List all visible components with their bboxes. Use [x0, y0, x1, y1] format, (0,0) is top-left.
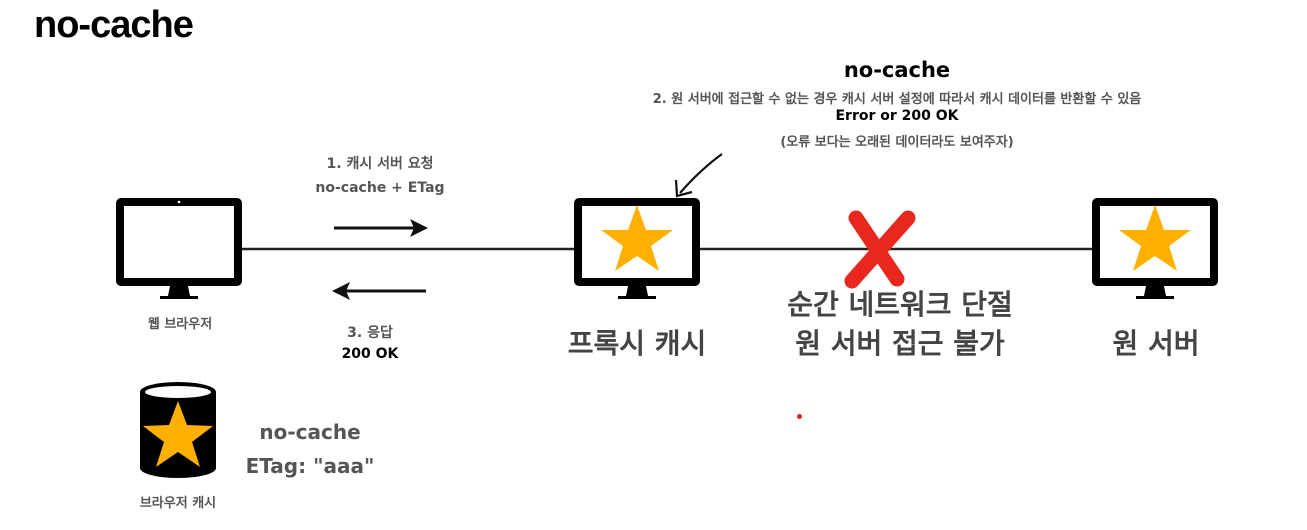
cache-etag: ETag: "aaa"	[245, 454, 375, 478]
browser-label: 웹 브라우저	[147, 317, 213, 332]
page-title: no-cache	[34, 4, 194, 46]
red-dot	[797, 414, 802, 419]
cache-directive: no-cache	[259, 420, 361, 444]
network-cut-line1: 순간 네트워크 단절	[787, 288, 1013, 321]
server-note-line3: (오류 보다는 오래된 데이터라도 보여주자)	[780, 135, 1014, 150]
origin-star-icon	[1119, 205, 1191, 271]
arrow-right-icon	[334, 219, 428, 237]
response-status-label: 200 OK	[341, 346, 399, 362]
origin-server-label: 원 서버	[1112, 327, 1200, 360]
request-header-label: no-cache + ETag	[315, 180, 445, 196]
pointer-arrow-icon	[674, 153, 723, 198]
network-cut-line2: 원 서버 접근 불가	[795, 327, 1005, 360]
browser-cache-label: 브라우저 캐시	[139, 496, 217, 511]
arrow-left-icon	[332, 282, 426, 300]
response-step-label: 3. 응답	[347, 325, 393, 341]
cache-star-icon	[143, 401, 213, 467]
server-note-title: no-cache	[843, 58, 951, 82]
proxy-star-icon	[601, 205, 673, 271]
cross-icon	[844, 210, 916, 289]
browser-monitor-icon	[116, 198, 242, 299]
server-note-line1: 2. 원 서버에 접근할 수 없는 경우 캐시 서버 설정에 따라서 캐시 데이…	[652, 92, 1142, 107]
server-note-line2: Error or 200 OK	[835, 108, 959, 124]
proxy-label: 프록시 캐시	[567, 327, 707, 360]
request-step-label: 1. 캐시 서버 요청	[326, 156, 434, 172]
